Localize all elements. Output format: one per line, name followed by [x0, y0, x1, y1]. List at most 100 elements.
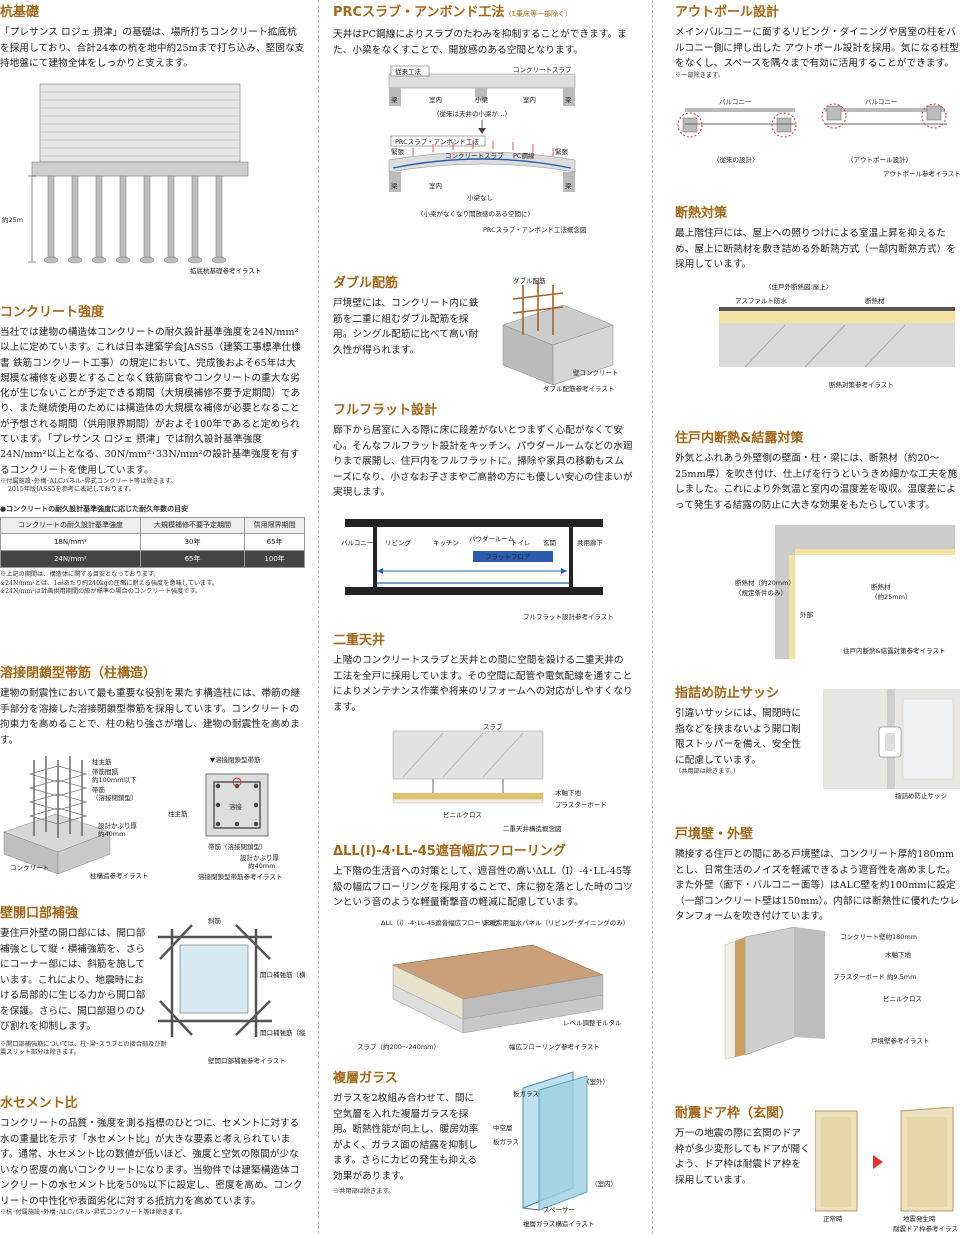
label-hoop-spacing-value: 約100mm以下: [92, 775, 137, 784]
concrete-section: コンクリート強度 当社では建物の構造体コンクリートの耐久設計基準強度を24N/m…: [0, 304, 305, 597]
door-right-caption: 地震発生時: [903, 1214, 936, 1223]
pile-caption: 拡底杭基礎参考イラスト: [190, 266, 261, 275]
concrete-note5: ※24N/mm²は計画供用期間の級が標準の場合のコンクリート強度です。: [0, 588, 202, 596]
label-wood-frame: 木軸下地: [555, 788, 582, 797]
label-outside: （室外）: [583, 1077, 609, 1086]
column-middle: PRCスラブ・アンボンド工法（1乗床等一部除く） 天井はPC鋼線によりスラブのた…: [333, 0, 633, 1234]
ceiling-title: 二重天井: [333, 633, 386, 648]
label-diagonal-bar: 斜筋: [208, 916, 222, 925]
outpole-left-caption: 〈従来の設計〉: [713, 155, 759, 164]
glass-note: ※共用部は除きます。: [333, 1188, 395, 1195]
flat-illustration: バルコニー リビング キッチン パウダールーム トイレ 玄関 共用廊下 フラット…: [341, 518, 614, 621]
opening-title: 壁開口部補強: [0, 906, 79, 921]
outpole-section: アウトポール設計 メインバルコニーに面するリビング・ダイニングや居室の柱をバルコ…: [675, 4, 960, 190]
label-air-gap: 中空層: [493, 1123, 513, 1132]
label-pc-wire: PC鋼線: [513, 151, 535, 160]
column-right: アウトポール設計 メインバルコニーに面するリビング・ダイニングや居室の柱をバルコ…: [675, 0, 960, 1234]
wall-section: 戸境壁・外壁 隣接する住戸との間にある戸境壁は、コンクリート厚約180mmとし、…: [675, 826, 960, 1065]
dew-body: 外気とふれあう外壁側の壁面・柱・梁には、断熱材（約20～25mm厚）を吹き付け、…: [675, 453, 958, 511]
concrete-note2: 2015年版JASS5を参考に表記しております。: [8, 486, 135, 494]
concrete-note1: ※付属施設･外構･ALCパネル･昇式コンクリート等は除きます。: [0, 477, 177, 485]
prc-top-note: 〈従来は天井の小梁が…〉: [433, 109, 511, 118]
label-slab: スラブ: [483, 722, 503, 731]
prc-bottom-note: 〈小梁がなくなり開放感のある空間に〉: [417, 209, 534, 218]
room-toilet: トイレ: [511, 539, 531, 547]
label-insulation-25: （約25mm）: [871, 592, 911, 601]
door-caption: 耐震ドア枠参考イラスト: [893, 1224, 960, 1233]
label-hoop: 帯筋: [92, 785, 106, 794]
label-room: 室内: [523, 95, 536, 104]
weld-caption1: 柱構造参考イラスト: [90, 871, 148, 880]
door-title: 耐震ドア枠（玄関）: [675, 1106, 793, 1121]
water-title: 水セメント比: [0, 1096, 78, 1111]
label-mortar: レベル調整モルタル: [563, 1018, 622, 1027]
table-cell: 65年: [244, 533, 305, 552]
outpole-illustration: バルコニー 〈従来の設計〉 バルコニー 〈アウトポール設計〉 アウトポール参考イ…: [677, 98, 960, 178]
room-balcony: バルコニー: [341, 539, 373, 547]
room-kitchen: キッチン: [433, 539, 459, 547]
double-title: ダブル配筋: [333, 276, 399, 291]
table-cell: 100年: [244, 550, 305, 569]
label-cover-value: 約40mm: [98, 829, 125, 838]
label-cover: 設計かぶり厚: [98, 821, 138, 830]
label-weld: 溶接: [229, 802, 243, 811]
label-cover-value-2: 約40mm: [248, 861, 275, 870]
sash-section: 指詰め防止サッシ 引違いサッシには、開閉時に指などを挟まないよう開口制限ストッパ…: [675, 685, 960, 800]
durability-table: コンクリートの耐久設計基準強度 大規模補修不要予定期間 供用限界期間 18N/m…: [0, 517, 305, 569]
weld-title: 溶接閉鎖型帯筋（柱構造）: [0, 666, 157, 681]
table-header: コンクリートの耐久設計基準強度: [0, 517, 141, 535]
glass-body: ガラスを2枚組み合わせて、間に空気層を入れた複層ガラスを採用。断熱性能が向上し、…: [333, 1093, 479, 1182]
weld-body: 建物の耐震性において最も重要な役割を果たす構造柱には、帯筋の継手部分を溶接した溶…: [0, 688, 301, 746]
table-row: 18N/mm² 30年 65年: [0, 533, 305, 552]
label-vertical-bar: 開口補強筋（縦）: [260, 1028, 305, 1037]
door-body: 万一の地震の際に玄関のドア枠が多少変形してもドアが開くよう、ドア枠は耐震ドア枠を…: [675, 1128, 810, 1186]
label-slab: コンクリートスラブ: [513, 65, 572, 74]
floor-section: ΔLL(I)-4·LL-45遮音幅広フローリング 上下階の生活音への対策として、…: [333, 843, 633, 1065]
glass-illustration: （室外） 板ガラス 中空層 板ガラス （室内） スペーサー 複層ガラス構造イラス…: [493, 1071, 617, 1228]
opening-section: 壁開口部補強 妻住戸外壁の開口部には、開口部補強として縦・横補強筋を、さらにコー…: [0, 905, 305, 1065]
insul-title: 断熱対策: [675, 206, 728, 221]
door-left-caption: 正常時: [823, 1214, 843, 1223]
prc-bottom-tag: PRCスラブ・アンボンド工法: [395, 137, 479, 146]
sash-note: （共用部は除きます。）: [675, 768, 740, 775]
label-slab: コンクリートスラブ: [445, 151, 504, 160]
floor-body: 上下階の生活音への対策として、遮音性の高いΔLL（Ⅰ）-4･LL-45等級の幅広…: [333, 866, 633, 908]
label-beam: 梁: [391, 181, 398, 190]
label-vinyl-cloth: ビニルクロス: [443, 810, 482, 819]
sash-caption: 指詰め防止サッシ: [895, 791, 947, 800]
prc-illustration: 従来工法 コンクリートスラブ 梁 室内 小梁 室内 梁 〈従来は天井の小梁が…〉…: [388, 65, 586, 234]
flat-floor-badge: フラットフロア: [485, 553, 531, 561]
concrete-title: コンクリート強度: [0, 305, 105, 320]
sash-body: 引違いサッシには、開閉時に指などを挟まないよう開口制限ストッパーを備え、安全性に…: [675, 708, 802, 766]
floor-illustration: ΔLL（Ⅰ）-4･LL-45遮音幅広フローリング 床暖房用温水パネル（リビング･…: [357, 918, 629, 1051]
table-cell: 30年: [139, 533, 246, 552]
opening-note: ※開口部補強筋については、柱･梁･スラブとの接合部及び耐震スリット部分は除きます…: [0, 1040, 167, 1057]
label-main-bar: 柱主筋: [92, 757, 112, 766]
label-inside: （室内）: [591, 1179, 617, 1188]
concrete-body: 当社では建物の構造体コンクリートの耐久設計基準強度を24N/mm²以上に定めてい…: [0, 327, 301, 476]
concrete-note4: ※24N/mm²とは、1㎠あたり約240kgの圧縮に耐える強度を意味しています。: [0, 579, 219, 587]
label-horizontal-bar: 開口補強筋（横）: [260, 970, 305, 979]
label-room: 室内: [429, 181, 442, 190]
dew-title: 住戸内断熱&結露対策: [675, 431, 804, 446]
wall-title: 戸境壁・外壁: [675, 827, 754, 842]
durability-table-title: ●コンクリートの耐久設計基準強度に応じた耐久年数の目安: [0, 503, 189, 513]
water-body: コンクリートの品質・強度を測る指標のひとつに、セメントに対する水の重量比を示す「…: [0, 1118, 303, 1207]
label-insulation: 断熱材: [871, 582, 891, 591]
outpole-note: ※一部除きます。: [675, 71, 724, 79]
table-header: 供用限界期間: [244, 517, 305, 535]
label-plasterboard: プラスターボード: [555, 800, 607, 809]
label-insulation: 断熱材: [865, 296, 885, 305]
outpole-title: アウトポール設計: [675, 5, 780, 20]
label-beam: 梁: [565, 181, 572, 190]
glass-caption: 複層ガラス構造イラスト: [523, 1219, 594, 1228]
ceiling-caption: 二重天井構造概念図: [503, 824, 562, 833]
double-body: 戸境壁には、コンクリート内に鉄筋を二重に組むダブル配筋を採用。シングル配筋に比べ…: [333, 298, 479, 356]
prc-title-note: （1乗床等一部除く）: [504, 10, 573, 18]
glass-section: 複層ガラス ガラスを2枚組み合わせて、間に空気層を入れた複層ガラスを採用。断熱性…: [333, 1070, 633, 1228]
door-illustration: 正常時 地震発生時 耐震ドア枠参考イラスト: [815, 1107, 960, 1233]
outpole-caption: アウトポール参考イラスト: [883, 169, 960, 178]
outpole-body: メインバルコニーに面するリビング・ダイニングや居室の柱をバルコニー側に押し出した…: [675, 27, 960, 69]
label-hoop-spacing: 帯筋間隔: [92, 767, 119, 776]
prc-caption: PRCスラブ・アンボンド工法概念図: [483, 225, 586, 234]
